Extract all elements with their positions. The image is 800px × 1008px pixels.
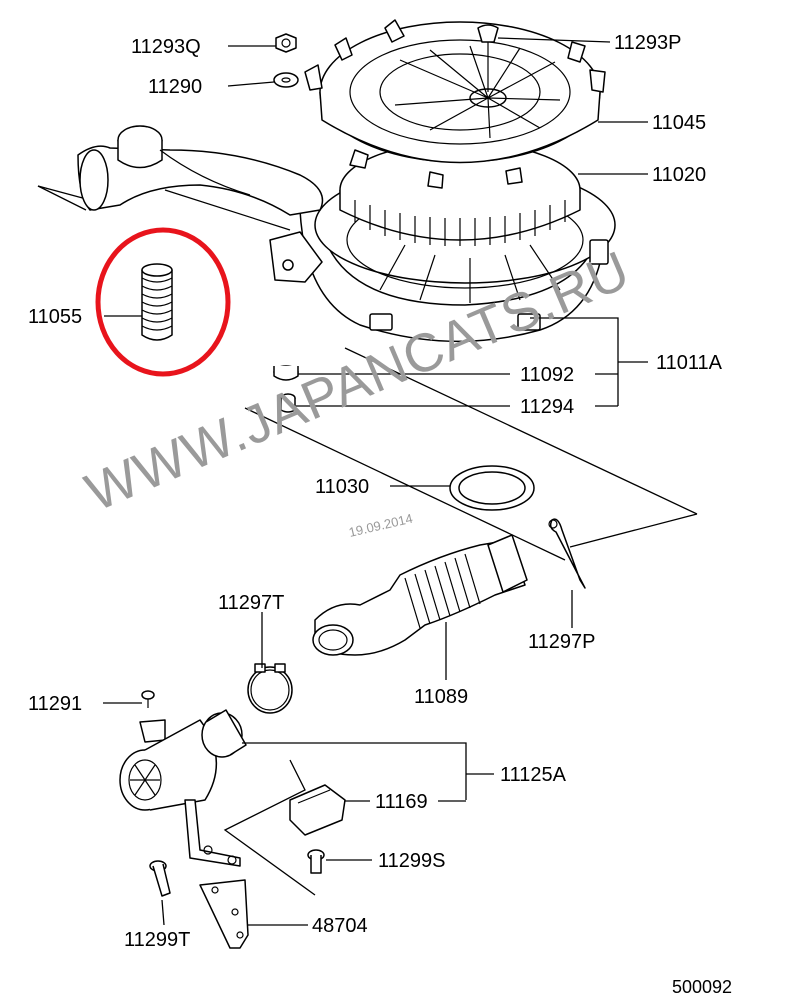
bracket-48704 [199,879,249,949]
highlight-circle [95,227,231,377]
washer-11290 [273,72,299,88]
screw-11291 [141,690,155,708]
label-11089: 11089 [414,686,468,708]
label-11299t: 11299T [124,929,190,951]
label-11293q: 11293Q [131,36,201,58]
part-labels: 11293Q 11290 11293P 11045 11020 11055 11… [28,32,732,997]
label-11092: 11092 [520,364,574,386]
label-11055: 11055 [28,306,82,328]
bolt-11299s [307,849,325,874]
label-11011a: 11011A [656,352,723,374]
intake-duct-upper [77,125,324,231]
gasket-11030 [449,465,535,511]
label-48704: 48704 [312,915,368,937]
air-cleaner-cover [304,19,606,189]
date-stamp: 19.09.2014 [347,511,414,540]
clip-11297p [548,518,586,589]
bolt-11299t [149,860,171,897]
label-11293p: 11293P [614,32,681,54]
label-11290: 11290 [148,76,202,98]
clamp-11297t [247,663,293,714]
air-filter-element [339,141,581,246]
label-11294: 11294 [520,396,574,418]
diagram-code: 500092 [672,977,732,997]
bushing-11169 [289,784,346,836]
label-11020: 11020 [652,164,706,186]
nut-11293q [275,33,297,53]
label-11297p: 11297P [528,631,595,653]
resonator-11125a [119,709,247,867]
label-11299s: 11299S [378,850,445,872]
label-11169: 11169 [375,791,428,813]
collar-11294 [280,393,296,413]
hose-11055 [141,263,173,341]
label-11291: 11291 [28,693,82,715]
callout-lines [103,37,648,926]
label-11030: 11030 [315,476,369,498]
grommet-11092 [273,365,299,381]
intake-hose-11089 [312,534,528,656]
cover-wing-nut [477,24,499,92]
label-11125a: 11125A [500,764,567,786]
label-11297t: 11297T [218,592,284,614]
label-11045: 11045 [652,112,706,134]
